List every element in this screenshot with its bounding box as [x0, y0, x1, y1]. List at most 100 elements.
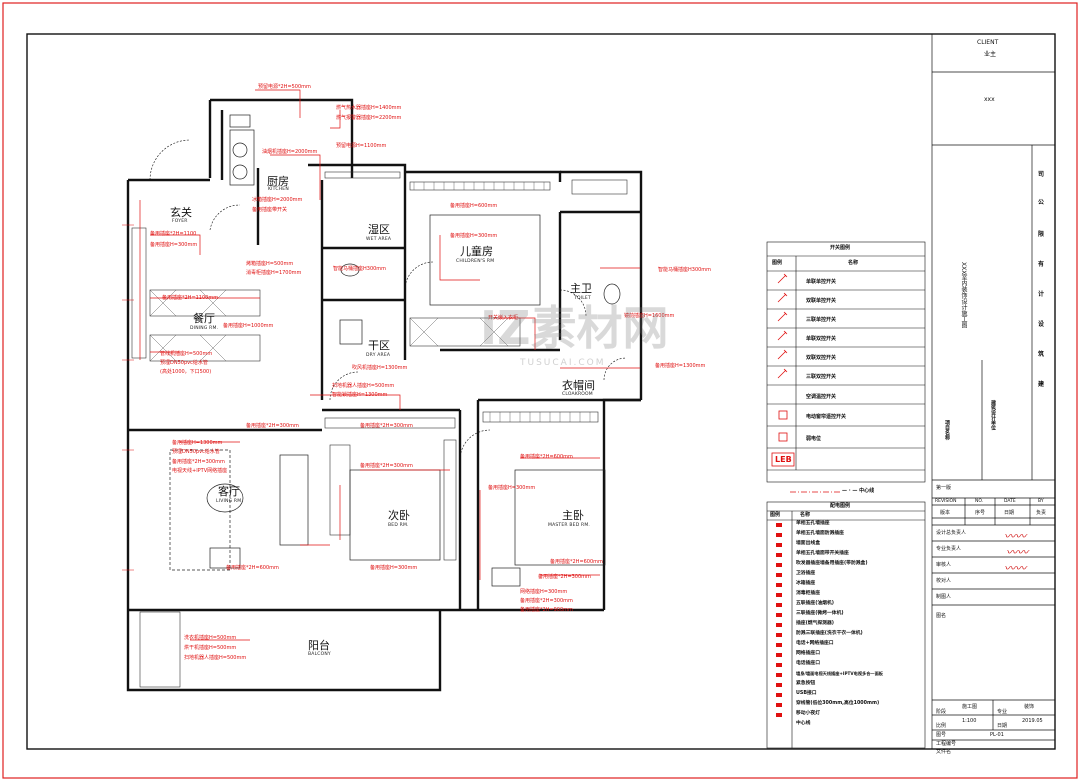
room-master: 主卧 — [562, 509, 584, 522]
revision-col-zh: 序号 — [975, 510, 986, 516]
company-char: 筑 — [1038, 351, 1045, 358]
power-item: 五联插座(油烟机) — [796, 601, 834, 606]
room-balcony-en: BALCONY — [308, 652, 331, 657]
note: 预留电源H=1100mm — [336, 143, 387, 149]
note: 冰箱插座H=2000mm — [252, 197, 303, 203]
power-item: 紧急按钮 — [796, 681, 816, 686]
revision-col-zh: 负责 — [1036, 510, 1047, 516]
discipline-value: 装饰 — [1024, 704, 1035, 710]
switch-item: 空调温控开关 — [806, 394, 837, 400]
note: 备用插座*2H=600mm — [226, 565, 279, 571]
note: 备用插座*2H=300mm — [520, 598, 573, 604]
note: 消毒柜插座H=1700mm — [246, 270, 302, 276]
switch-item: 弱电位 — [806, 436, 822, 442]
switch-legend-table — [766, 241, 926, 483]
note: 备用插座*2H=600mm — [520, 454, 573, 460]
room-bed2: 次卧 — [388, 509, 410, 522]
client-en: CLIENT — [977, 39, 999, 46]
switch-legend-col-icon: 图例 — [772, 260, 783, 266]
note: 备用插座*2H=1100 — [150, 231, 197, 237]
power-icons — [776, 523, 782, 717]
note: 备用插座*2H=300mm — [172, 459, 225, 465]
room-living: 客厅 — [218, 485, 240, 498]
room-dining: 餐厅 — [193, 312, 215, 325]
stage-value: 施工图 — [962, 704, 978, 710]
client-name: xxx — [984, 96, 995, 103]
note: 备用插座H=300mm — [488, 485, 536, 491]
room-bed2-en: BED RM. — [388, 523, 409, 528]
room-cloakroom-en: CLOAKROOM — [562, 392, 593, 397]
company-char: 有 — [1038, 261, 1045, 268]
role-drafter: 制图人 — [936, 594, 952, 600]
note: 吹风机插座H=1300mm — [352, 365, 408, 371]
note: 烘干机插座H=500mm — [184, 645, 237, 651]
room-kitchen-en: KITCHEN — [268, 187, 289, 192]
note: 油烟机插座H=2000mm — [262, 149, 318, 155]
role-discipline-lead: 专业负责人 — [936, 546, 962, 552]
note: 备用插座*2H=900mm — [520, 607, 573, 613]
note: 管线机插座H=500mm — [160, 351, 213, 357]
room-wet: 湿区 — [368, 223, 390, 236]
date-value: 2019.05 — [1022, 718, 1043, 724]
switch-item: 电动窗帘遥控开关 — [806, 414, 847, 420]
stage-label: 阶段 — [936, 709, 947, 715]
power-item: 电话+网络插座口 — [796, 641, 834, 646]
project-title: XXX室内装饰设计施工图 — [960, 262, 967, 329]
room-wet-en: WET AREA — [366, 237, 392, 242]
note: 开关嵌入衣柜 — [488, 315, 519, 321]
revision-col: BY — [1038, 499, 1044, 504]
room-balcony: 阳台 — [308, 639, 330, 652]
switch-icons — [771, 273, 795, 467]
power-item: USB接口 — [796, 691, 817, 696]
scale-value: 1:100 — [962, 718, 977, 724]
room-dining-en: DINING RM. — [190, 326, 219, 331]
power-item: 电话插座口 — [796, 661, 820, 666]
power-item: 单相五孔墙插座 — [796, 521, 830, 526]
center-line-label: — · — 中心线 — [842, 488, 875, 494]
wiring — [139, 89, 640, 641]
hatch-lines — [149, 182, 591, 422]
power-legend-col-name: 名称 — [800, 512, 811, 518]
dimension-ticks — [122, 224, 134, 571]
room-cloakroom: 衣帽间 — [562, 379, 595, 392]
note: 扫地机器人插座H=500mm — [332, 383, 395, 389]
note: 网络插座H=300mm — [520, 589, 568, 595]
signature: 〰〰 — [1004, 562, 1026, 575]
note: 预留电源*2H=500mm — [258, 84, 311, 90]
note: 备用插座*2H=300mm — [538, 574, 591, 580]
note: 烤箱插座H=500mm — [246, 261, 294, 267]
room-foyer: 玄关 — [170, 206, 192, 219]
note: 备用插座*2H=1100mm — [162, 295, 219, 301]
room-kitchen: 厨房 — [267, 175, 289, 188]
scale-label: 比例 — [936, 723, 947, 729]
title-block-frame — [931, 34, 1055, 749]
power-item: 墙身/墙面电视天线插座+IPTV电视多合一面板 — [796, 671, 883, 676]
note: 备用插座H=600mm — [450, 203, 498, 209]
note: 备用插座H=300mm — [450, 233, 498, 239]
revision-first: 第一版 — [936, 485, 952, 491]
watermark-sub: TUSUCAI.COM — [520, 358, 606, 368]
switch-item: 三联单控开关 — [806, 317, 837, 323]
company-char: 设 — [1038, 321, 1045, 328]
note: 智能马桶插座H300mm — [658, 267, 712, 273]
note: 燃气热水器插座H=1400mm — [336, 105, 402, 111]
note: 智能马桶插座H300mm — [333, 266, 387, 272]
file-label: 文件名 — [936, 749, 952, 755]
note: 镜前插座H=1600mm — [624, 313, 675, 319]
project-no-label: 工程编号 — [936, 741, 957, 747]
switch-item: 单联单控开关 — [806, 279, 837, 285]
note: 备用插座*2H=300mm — [360, 423, 413, 429]
room-toilet: 主卫 — [570, 282, 592, 295]
power-item: 防溅三联插座(洗衣干衣一体机) — [796, 631, 863, 636]
power-item: 插座(燃气探测器) — [796, 621, 834, 626]
revision-col: NO. — [975, 499, 984, 504]
project-name-label: 项目名称 — [944, 420, 950, 440]
power-item: 穿线管(低位300mm,高位1000mm) — [796, 701, 880, 706]
power-legend-col-icon: 图例 — [770, 512, 781, 518]
door-swings — [149, 139, 627, 461]
note: 备用插座H=1300mm — [172, 440, 223, 446]
note: 备用插座H=300mm — [150, 242, 198, 248]
